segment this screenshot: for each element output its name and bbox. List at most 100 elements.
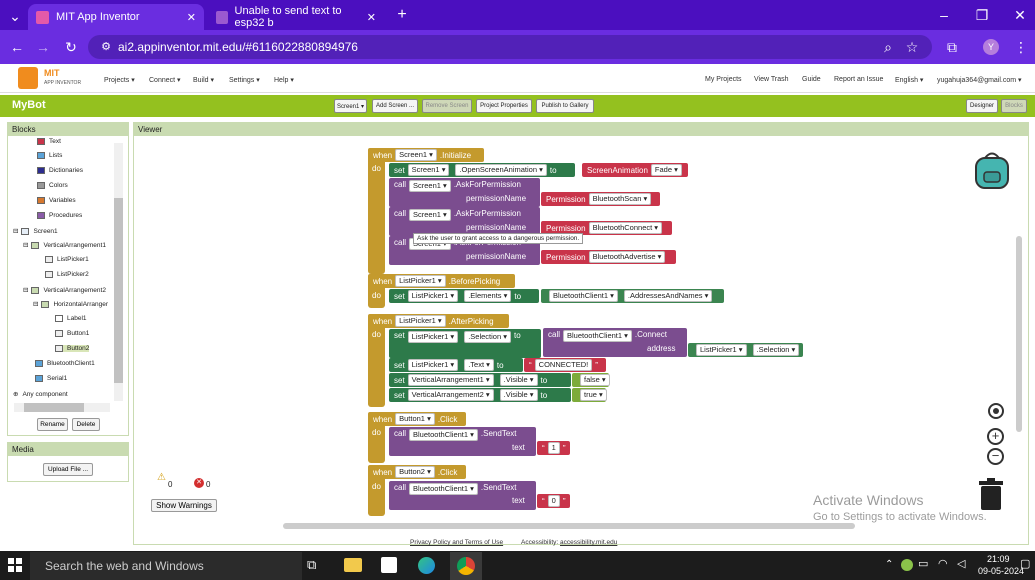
workspace-vscrollbar[interactable] bbox=[1016, 236, 1022, 432]
back-icon[interactable]: ← bbox=[10, 39, 24, 55]
text-zero-block[interactable]: “0” bbox=[537, 494, 570, 508]
recenter-icon[interactable] bbox=[988, 403, 1004, 419]
tree-serial1[interactable]: Serial1 bbox=[35, 375, 67, 382]
project-properties-button[interactable]: Project Properties bbox=[476, 99, 532, 113]
restore-icon[interactable]: ❐ bbox=[975, 7, 989, 23]
text-one-block[interactable]: “1” bbox=[537, 441, 570, 455]
clock-date[interactable]: 09-05-2024 bbox=[978, 566, 1025, 576]
initialize-event-block[interactable] bbox=[368, 148, 385, 274]
forward-icon[interactable]: → bbox=[36, 39, 50, 55]
notifications-icon[interactable]: ▢ bbox=[1020, 558, 1031, 570]
tree-button2[interactable]: Button2 bbox=[55, 345, 90, 352]
window-close-icon[interactable]: ✕ bbox=[1014, 7, 1026, 23]
publish-gallery-button[interactable]: Publish to Gallery bbox=[536, 99, 594, 113]
delete-button[interactable]: Delete bbox=[72, 418, 100, 431]
link-report-issue[interactable]: Report an Issue bbox=[834, 76, 884, 83]
tab-esp32[interactable]: Unable to send text to esp32 b ✕ bbox=[208, 4, 384, 30]
menu-projects[interactable]: Projects ▾ bbox=[104, 77, 135, 84]
true-block[interactable]: true ▾ bbox=[572, 388, 607, 402]
site-info-icon[interactable]: ⚙ bbox=[101, 41, 111, 53]
close-tab-icon[interactable]: ✕ bbox=[366, 11, 376, 24]
collapse-icon[interactable]: ⊟ bbox=[23, 242, 29, 249]
store-icon[interactable] bbox=[381, 557, 397, 573]
show-warnings-button[interactable]: Show Warnings bbox=[151, 499, 217, 512]
rename-button[interactable]: Rename bbox=[37, 418, 68, 431]
tree-button1[interactable]: Button1 bbox=[55, 330, 89, 337]
tree-listpicker1[interactable]: ListPicker1 bbox=[45, 256, 89, 263]
task-view-icon[interactable]: ⧉ bbox=[307, 557, 317, 572]
remove-screen-button[interactable]: Remove Screen bbox=[422, 99, 472, 113]
url-bar[interactable]: ai2.appinventor.mit.edu/#611602288089497… bbox=[88, 35, 932, 59]
menu-connect[interactable]: Connect ▾ bbox=[149, 77, 181, 84]
tree-verticalarrangement1[interactable]: ⊟VerticalArrangement1 bbox=[23, 241, 106, 249]
listpicker-selection-getter[interactable]: ListPicker1 ▾.Selection ▾ bbox=[688, 343, 803, 357]
tree-verticalarrangement2[interactable]: ⊟VerticalArrangement2 bbox=[23, 286, 106, 294]
backpack-icon[interactable] bbox=[973, 150, 1011, 190]
clock-time[interactable]: 21:09 bbox=[987, 554, 1010, 564]
blocks-mode-button[interactable]: Blocks bbox=[1001, 99, 1027, 113]
tree-any-component[interactable]: ⊕Any component bbox=[13, 390, 68, 399]
link-my-projects[interactable]: My Projects bbox=[705, 76, 742, 83]
afterpicking-event-block[interactable] bbox=[368, 314, 385, 407]
new-tab-icon[interactable]: + bbox=[397, 6, 407, 23]
tree-vscrollbar[interactable] bbox=[114, 143, 123, 401]
extensions-icon[interactable]: ⧉ bbox=[947, 39, 957, 55]
tab-list-icon[interactable]: ⌄ bbox=[9, 8, 21, 24]
collapse-icon[interactable]: ⊟ bbox=[23, 287, 29, 294]
tree-horizontalarrangement[interactable]: ⊟HorizontalArranger bbox=[33, 300, 109, 308]
trash-icon[interactable] bbox=[979, 478, 1003, 510]
tree-bluetoothclient1[interactable]: BluetoothClient1 bbox=[35, 360, 95, 367]
tray-chevron-icon[interactable]: ⌃ bbox=[885, 559, 894, 570]
tree-label1[interactable]: Label1 bbox=[55, 315, 87, 322]
tab-mit-app-inventor[interactable]: MIT App Inventor ✕ bbox=[28, 4, 204, 30]
zoom-in-icon[interactable]: + bbox=[987, 428, 1004, 445]
addresses-and-names-block[interactable]: BluetoothClient1 ▾.AddressesAndNames ▾ bbox=[541, 289, 724, 303]
wifi-icon[interactable]: ◠ bbox=[938, 558, 948, 570]
workspace-hscrollbar[interactable] bbox=[283, 523, 855, 529]
bookmark-star-icon[interactable]: ☆ bbox=[905, 39, 919, 55]
builtin-procedures[interactable]: Procedures bbox=[37, 212, 82, 219]
file-explorer-icon[interactable] bbox=[344, 558, 362, 572]
connected-text-block[interactable]: “CONNECTED!” bbox=[524, 358, 606, 372]
collapse-icon[interactable]: ⊟ bbox=[33, 301, 39, 308]
browser-menu-icon[interactable]: ⋮ bbox=[1014, 39, 1028, 55]
collapse-icon[interactable]: ⊟ bbox=[13, 228, 19, 235]
link-guide[interactable]: Guide bbox=[802, 76, 821, 83]
language-select[interactable]: English ▾ bbox=[895, 77, 924, 84]
builtin-lists[interactable]: Lists bbox=[37, 152, 62, 159]
menu-settings[interactable]: Settings ▾ bbox=[229, 77, 260, 84]
edge-icon[interactable] bbox=[418, 557, 435, 574]
builtin-dictionaries[interactable]: Dictionaries bbox=[37, 167, 83, 174]
upload-file-button[interactable]: Upload File ... bbox=[43, 463, 93, 476]
menu-build[interactable]: Build ▾ bbox=[193, 77, 215, 84]
screen-select-button[interactable]: Screen1 ▾ bbox=[334, 99, 367, 113]
false-block[interactable]: false ▾ bbox=[572, 373, 610, 387]
taskbar-search[interactable]: Search the web and Windows bbox=[30, 552, 302, 580]
tree-hscrollbar[interactable] bbox=[14, 403, 110, 412]
builtin-text[interactable]: Text bbox=[37, 138, 61, 145]
windows-start-icon[interactable] bbox=[8, 558, 22, 572]
minimize-icon[interactable]: – bbox=[940, 7, 948, 23]
reload-icon[interactable]: ↻ bbox=[65, 39, 77, 55]
designer-button[interactable]: Designer bbox=[966, 99, 998, 113]
link-view-trash[interactable]: View Trash bbox=[754, 76, 789, 83]
account-menu[interactable]: yugahuja364@gmail.com ▾ bbox=[937, 77, 1022, 84]
menu-help[interactable]: Help ▾ bbox=[274, 77, 294, 84]
battery-icon[interactable]: ▭ bbox=[918, 558, 929, 570]
